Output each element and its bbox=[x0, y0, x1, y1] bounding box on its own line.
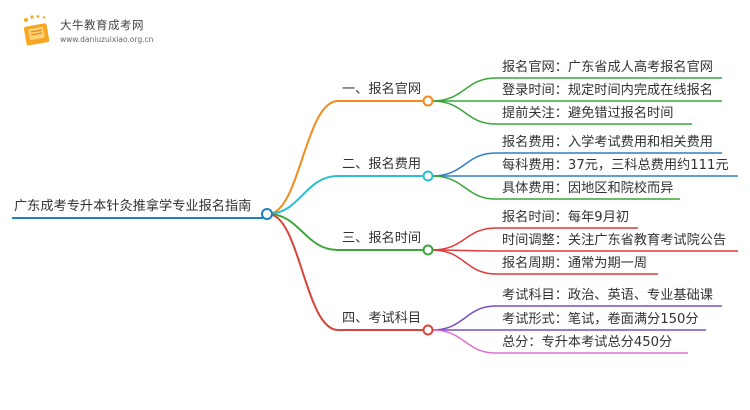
book-logo-icon bbox=[23, 15, 50, 46]
branch-node-circle bbox=[422, 170, 434, 182]
leaf-connector bbox=[431, 175, 497, 200]
leaf-topic[interactable]: 报名官网：广东省成人高考报名官网 bbox=[502, 60, 713, 75]
branch-node-circle bbox=[422, 244, 434, 256]
branch-connector-4 bbox=[267, 213, 339, 331]
leaf-topic[interactable]: 报名费用：入学考试费用和相关费用 bbox=[502, 135, 713, 150]
branch-connector-2 bbox=[267, 175, 339, 215]
leaf-connector bbox=[431, 249, 497, 275]
leaf-connector bbox=[431, 329, 497, 354]
leaf-connector bbox=[431, 77, 497, 102]
leaf-topic[interactable]: 每科费用：37元，三科总费用约111元 bbox=[502, 158, 729, 173]
root-topic[interactable]: 广东成考专升本针灸推拿学专业报名指南 bbox=[14, 199, 252, 214]
branch-connector-3 bbox=[267, 213, 339, 251]
leaf-topic[interactable]: 时间调整：关注广东省教育考试院公告 bbox=[502, 233, 727, 248]
leaf-connector bbox=[431, 152, 497, 177]
leaf-topic[interactable]: 具体费用：因地区和院校而异 bbox=[502, 181, 674, 196]
leaf-connector bbox=[431, 227, 497, 251]
leaf-topic[interactable]: 考试形式：笔试，卷面满分150分 bbox=[502, 312, 699, 327]
leaf-topic[interactable]: 登录时间：规定时间内完成在线报名 bbox=[502, 83, 713, 98]
branch-topic-3[interactable]: 三、报名时间 bbox=[342, 231, 422, 246]
logo-title: 大牛教育成考网 bbox=[60, 18, 144, 32]
branch-node-circle bbox=[422, 95, 434, 107]
leaf-connector bbox=[431, 305, 497, 331]
leaf-topic[interactable]: 提前关注：避免错过报名时间 bbox=[502, 106, 674, 121]
branch-connector-1 bbox=[267, 100, 339, 215]
leaf-topic[interactable]: 总分：专升本考试总分450分 bbox=[502, 335, 673, 350]
leaf-connector bbox=[431, 100, 497, 125]
leaf-topic[interactable]: 报名周期：通常为期一周 bbox=[502, 256, 648, 271]
branch-topic-2[interactable]: 二、报名费用 bbox=[342, 157, 422, 172]
site-logo[interactable]: 大牛教育成考网 www.daniuzuixiao.org.cn bbox=[18, 14, 228, 50]
logo-url: www.daniuzuixiao.org.cn bbox=[60, 35, 154, 44]
branch-node-circle bbox=[422, 324, 434, 336]
branch-topic-4[interactable]: 四、考试科目 bbox=[342, 311, 422, 326]
leaf-topic[interactable]: 报名时间：每年9月初 bbox=[502, 210, 630, 225]
leaf-topic[interactable]: 考试科目：政治、英语、专业基础课 bbox=[502, 288, 713, 303]
root-node-circle bbox=[261, 208, 273, 220]
branch-topic-1[interactable]: 一、报名官网 bbox=[342, 82, 422, 97]
